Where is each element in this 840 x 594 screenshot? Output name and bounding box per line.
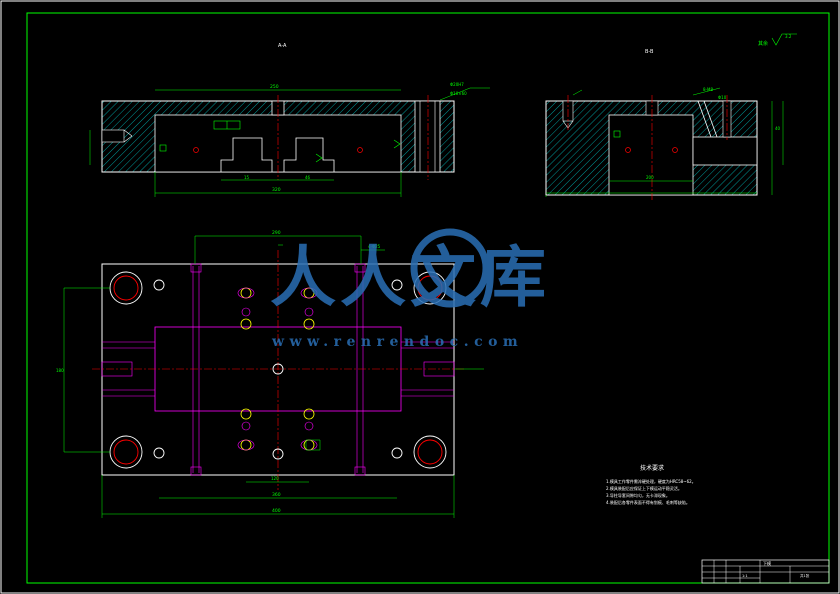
title-block: 下模 1:1 共1张 <box>701 559 830 584</box>
tech-line-2: 3.导柱导套间隙均匀，无卡滞现象。 <box>606 492 670 498</box>
tech-line-1: 2.模具装配后应保证上下模运动平稳灵活。 <box>606 485 682 491</box>
side-section-view: B-B 200 40 8-M8 Φ10 <box>545 49 784 200</box>
watermark-logo <box>410 228 490 308</box>
dim-top-1: Φ20H7 <box>450 82 464 87</box>
title-block-part-name: 下模 <box>763 560 771 566</box>
dim-plan-5: 400 <box>272 508 281 514</box>
front-section-view: A-A 250 320 15 46 <box>89 43 490 197</box>
dim-plan-1: 360 <box>272 492 281 498</box>
dim-plan-3: 4-Φ25 <box>368 244 381 249</box>
dim-side-3: 40 <box>775 126 781 131</box>
roughness-value: 3.2 <box>785 34 792 39</box>
tech-requirements: 技术要求 1.模具工作零件需淬硬处理，硬度为HRC58~62。 2.模具装配后应… <box>606 464 696 505</box>
watermark-cn: 人人文库 <box>270 238 550 316</box>
dim-plan-4: 180 <box>56 368 64 373</box>
dim-top-3: 15 <box>244 175 250 180</box>
title-block-sheet: 共1张 <box>800 573 810 578</box>
dim-top-5: 320 <box>272 187 281 193</box>
front-view-label: A-A <box>278 43 287 49</box>
dim-top-2: Φ10×60 <box>450 91 467 96</box>
roughness-note-text: 其余 <box>758 40 768 47</box>
side-view-label: B-B <box>645 49 654 55</box>
drawing-border <box>26 12 830 584</box>
watermark-url: www.renrendoc.com <box>271 334 523 350</box>
watermark: 人人文库 www.renrendoc.com <box>270 228 550 350</box>
dim-side-1: Φ10 <box>718 95 727 100</box>
dim-plan-2: 120 <box>271 476 279 481</box>
tech-title: 技术要求 <box>640 464 664 472</box>
dim-top-0: 250 <box>270 84 279 90</box>
title-block-scale: 1:1 <box>742 574 748 578</box>
tech-line-3: 4.装配后各零件表面不得有划痕、毛刺等缺陷。 <box>606 499 690 505</box>
plan-view: 290 400 360 120 180 4-Φ25 <box>56 230 484 518</box>
roughness-note: 其余 3.2 <box>758 33 797 47</box>
dim-side-2: 200 <box>646 175 654 180</box>
dim-side-0: 8-M8 <box>703 87 713 92</box>
dim-plan-0: 290 <box>272 230 281 236</box>
dim-top-4: 46 <box>305 175 311 180</box>
tech-line-0: 1.模具工作零件需淬硬处理，硬度为HRC58~62。 <box>606 478 696 484</box>
